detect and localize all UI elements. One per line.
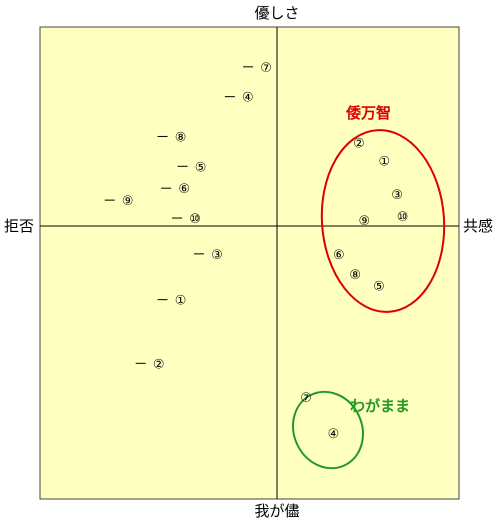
- data-point-1-7: ⑤: [373, 280, 385, 295]
- data-point-1-2: ③: [391, 188, 403, 203]
- group-boundary-1: [320, 129, 446, 313]
- data-point-0-4: ⑥: [178, 182, 190, 197]
- data-point-0-1: ④: [242, 91, 254, 106]
- axis-label-right: 共感: [463, 217, 493, 235]
- plot-area: [39, 26, 460, 500]
- data-point-0-3: ⑤: [195, 160, 207, 175]
- group-label-1: 倭万智: [346, 104, 391, 122]
- data-point-1-4: ⑨: [359, 214, 371, 229]
- data-point-1-6: ⑧: [349, 268, 361, 283]
- data-point-2-0: ⑦: [300, 391, 312, 406]
- data-point-0-0: ⑦: [260, 61, 272, 76]
- data-point-1-3: ⑩: [397, 210, 409, 225]
- data-point-1-1: ①: [379, 154, 391, 169]
- axis-label-top: 優しさ: [254, 4, 299, 22]
- data-point-0-2: ⑧: [175, 130, 187, 145]
- group-boundary-2: [292, 390, 364, 470]
- data-point-1-0: ②: [353, 136, 365, 151]
- data-point-2-1: ④: [328, 427, 340, 442]
- data-point-0-9: ②: [153, 357, 165, 372]
- data-point-1-5: ⑥: [333, 248, 345, 263]
- data-point-0-7: ③: [211, 248, 223, 263]
- group-label-2: わがまま: [350, 397, 410, 415]
- axis-label-left: 拒否: [4, 217, 34, 235]
- data-point-0-6: ⑩: [189, 212, 201, 227]
- data-point-0-8: ①: [175, 294, 187, 309]
- axis-label-bottom: 我が儘: [254, 502, 299, 520]
- data-point-0-5: ⑨: [122, 194, 134, 209]
